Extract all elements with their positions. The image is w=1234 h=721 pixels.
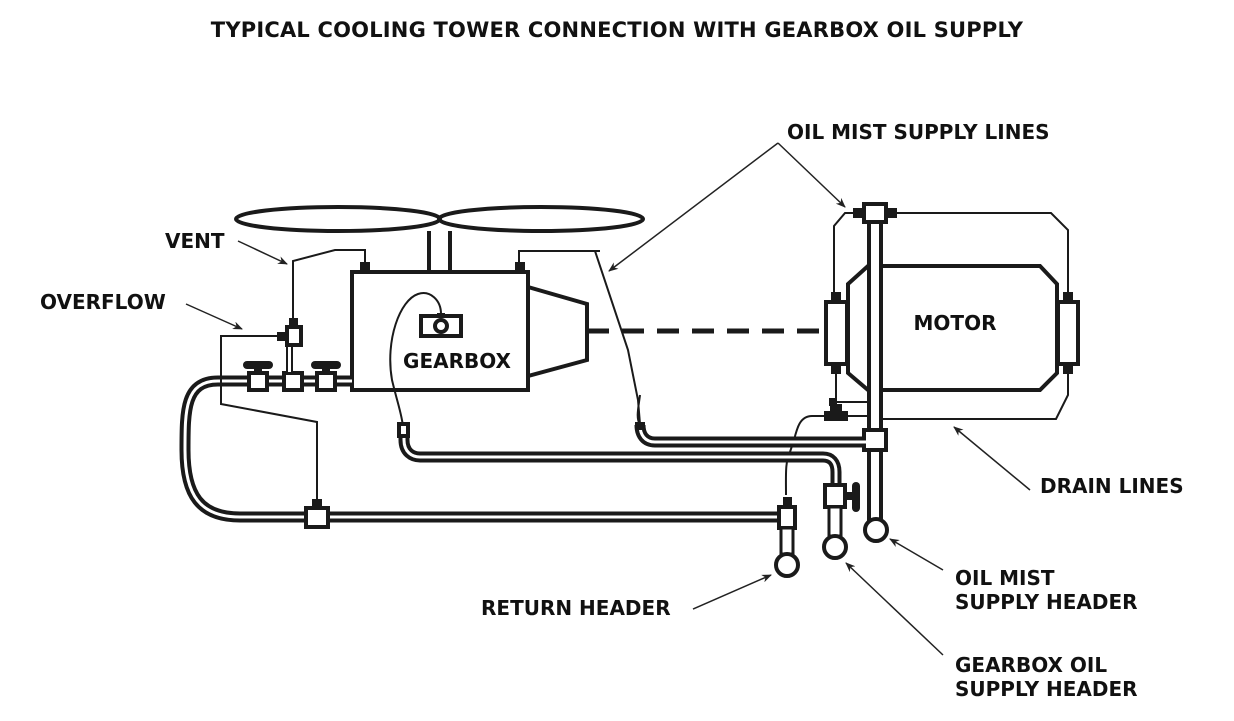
leader-overflow [185, 303, 243, 330]
gearbox: GEARBOX [350, 262, 589, 392]
label-oil-mist-supply-header-2: SUPPLY HEADER [955, 590, 1138, 614]
mist-line-motor-right [897, 212, 1069, 292]
sight-glass-tube [389, 292, 442, 428]
label-overflow: OVERFLOW [40, 290, 166, 314]
sight-glass-circle [433, 318, 449, 334]
gearbox-oil-supply-header-end [822, 534, 848, 560]
label-gearbox-oil-supply-header-1: GEARBOX OIL [955, 653, 1107, 677]
gearbox-label: GEARBOX [403, 349, 511, 373]
leader-oil-mist-1 [608, 142, 779, 272]
label-oil-mist-supply-lines: OIL MIST SUPPLY LINES [787, 120, 1050, 144]
leader-oil-mist-header [889, 538, 944, 571]
return-pipe [179, 375, 781, 523]
motor-label: MOTOR [914, 311, 997, 335]
valve-handle-2 [311, 361, 341, 369]
tee-fitting [282, 339, 304, 392]
mist-line-gearbox [593, 250, 641, 425]
valve-handle-1 [243, 361, 273, 369]
motor: MOTOR [824, 264, 1080, 392]
motor-end-left [824, 300, 849, 366]
mist-pipe-gearbox [634, 424, 866, 448]
diagram-title: TYPICAL COOLING TOWER CONNECTION WITH GE… [210, 18, 1024, 42]
gearbox-port-left [360, 262, 370, 272]
fan-blade-right [437, 205, 645, 233]
gearbox-port-right [515, 262, 525, 272]
oil-mist-supply-header-end [863, 517, 889, 543]
leader-vent [237, 240, 288, 265]
return-header-end [774, 552, 800, 578]
valve-2 [311, 361, 341, 392]
drain-line-motor-right [881, 374, 1069, 420]
overflow-line [220, 335, 318, 500]
label-oil-mist-supply-header-1: OIL MIST [955, 566, 1055, 590]
label-gearbox-oil-supply-header-2: SUPPLY HEADER [955, 677, 1138, 701]
leader-gearbox-oil-header [845, 562, 944, 656]
mist-line-motor-left [833, 212, 853, 292]
vent-overflow-tee [277, 318, 303, 347]
overflow-tee [304, 499, 330, 529]
drain-fitting [824, 404, 848, 421]
label-drain-lines: DRAIN LINES [1040, 474, 1184, 498]
label-vent: VENT [165, 229, 225, 253]
gearbox-housing [526, 284, 589, 379]
label-return-header: RETURN HEADER [481, 596, 671, 620]
fan-blades [234, 205, 645, 233]
valve-1 [243, 361, 273, 392]
leader-drain-lines [953, 426, 1031, 491]
vent-line [292, 249, 366, 318]
leader-return-header [692, 574, 772, 610]
gearbox-oil-supply-valve [822, 482, 860, 560]
return-header [774, 497, 800, 578]
leader-oil-mist-2 [777, 142, 846, 208]
fan-shaft [427, 231, 452, 272]
header-tee [862, 428, 888, 452]
valve-handle-3 [852, 482, 860, 512]
oil-mist-header-pipe [853, 202, 897, 543]
fan-blade-left [234, 205, 442, 233]
motor-end-right [1056, 300, 1080, 366]
